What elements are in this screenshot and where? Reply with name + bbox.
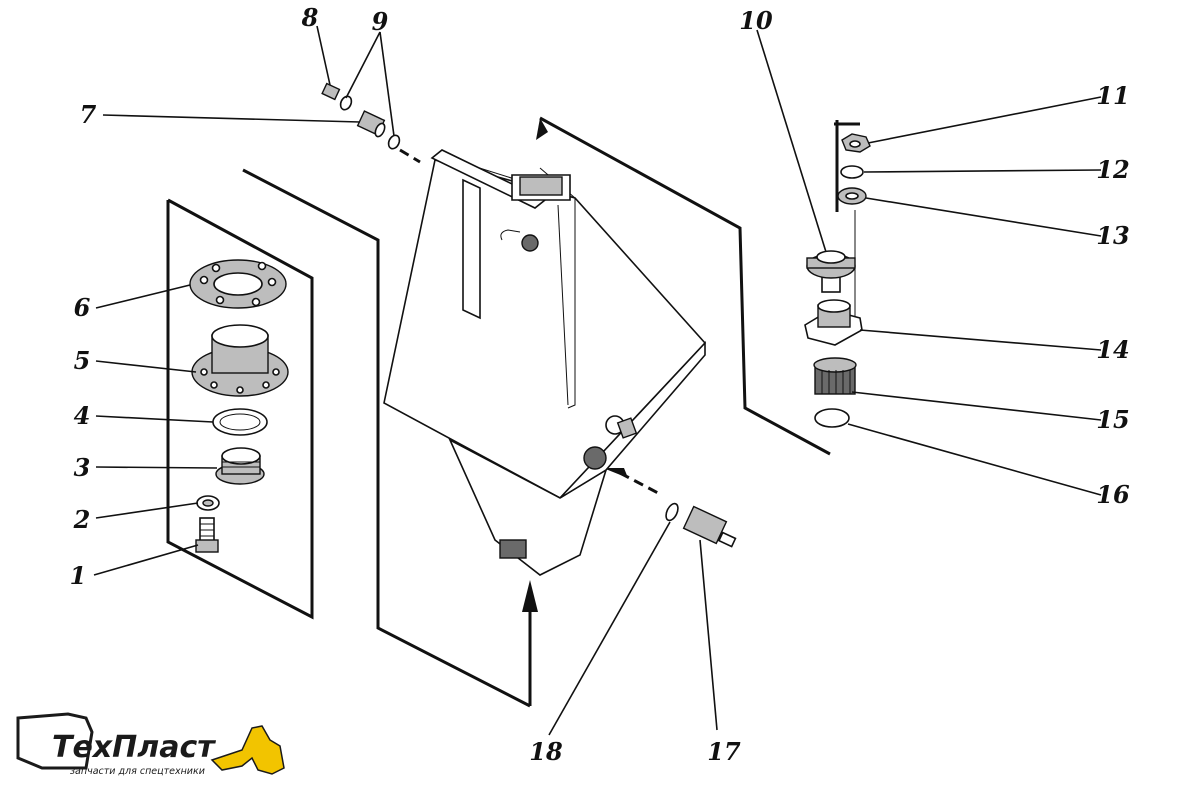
- callout-3: 3: [74, 453, 91, 482]
- techplast-logo: ТехПласт запчасти для спецтехники: [16, 712, 285, 777]
- excavator-arm-icon: [210, 725, 285, 775]
- callout-11: 11: [1096, 81, 1129, 110]
- part-8-fitting: [321, 82, 341, 101]
- part-7-bushing: [356, 110, 386, 138]
- part-5-flange-housing: [191, 324, 289, 397]
- callout-4: 4: [74, 401, 91, 430]
- left-assembly-frame: [166, 168, 532, 708]
- callout-1: 1: [70, 561, 87, 590]
- part-10-filler-cap: [806, 250, 856, 293]
- hydraulic-tank: [383, 149, 707, 576]
- part-14-flange: [804, 299, 863, 346]
- part-6-gasket: [189, 259, 287, 309]
- logo-name: ТехПласт: [52, 730, 216, 765]
- callout-5: 5: [74, 346, 91, 375]
- callout-7: 7: [80, 100, 97, 129]
- part-18-o-ring: [665, 502, 679, 522]
- part-17-sensor: [682, 505, 737, 548]
- logo-tagline: запчасти для спецтехники: [70, 766, 205, 777]
- callout-18: 18: [529, 737, 563, 766]
- callout-2: 2: [73, 505, 91, 534]
- callout-9: 9: [372, 7, 389, 36]
- callout-16: 16: [1096, 480, 1130, 509]
- part-1-bolt: [195, 517, 219, 553]
- callout-13: 13: [1096, 221, 1129, 250]
- part-4-seal-ring: [212, 408, 268, 436]
- right-assembly-frame: [539, 116, 860, 456]
- part-13-washer: [837, 187, 867, 205]
- part-9-washers: [339, 95, 401, 150]
- callout-15: 15: [1096, 405, 1129, 434]
- callout-6: 6: [74, 293, 91, 322]
- callout-14: 14: [1096, 335, 1129, 364]
- part-16-seal-ring: [814, 408, 850, 428]
- callout-numbers: 1 2 3 4 5 6 7 8 9 10 11 12 13 14 15 16 1…: [70, 3, 1130, 766]
- callout-12: 12: [1096, 155, 1129, 184]
- callout-17: 17: [707, 737, 741, 766]
- part-12-washer: [840, 165, 864, 179]
- part-15-filter: [813, 357, 857, 395]
- loader-outline-icon: [16, 712, 94, 770]
- callout-8: 8: [301, 3, 319, 32]
- part-3-plug: [215, 447, 265, 485]
- leader-lines: [93, 25, 1102, 736]
- callout-10: 10: [739, 6, 773, 35]
